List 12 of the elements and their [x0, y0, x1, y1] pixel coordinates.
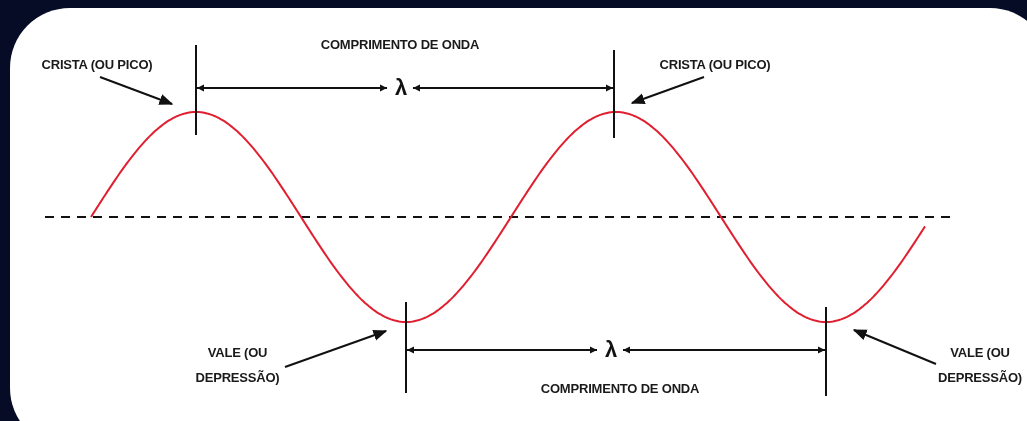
wavelength-symbol: λ — [603, 338, 619, 362]
callout-label: CRISTA (OU PICO) — [22, 52, 172, 77]
callout-label: VALE (OU DEPRESSÃO) — [190, 340, 285, 390]
dimension-label: COMPRIMENTO DE ONDA — [539, 380, 701, 398]
callout-label: CRISTA (OU PICO) — [640, 52, 790, 77]
callout-label: VALE (OU DEPRESSÃO) — [936, 340, 1024, 390]
dimension-label: COMPRIMENTO DE ONDA — [319, 36, 481, 54]
leader-line — [630, 76, 705, 104]
leader-line — [99, 76, 174, 105]
wavelength-symbol: λ — [393, 76, 409, 100]
leader-line — [852, 329, 937, 365]
leader-line — [284, 329, 388, 368]
